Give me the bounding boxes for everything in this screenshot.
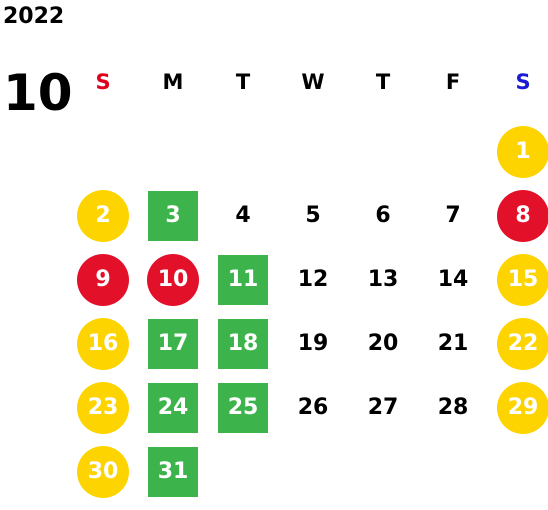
- weekday-label: W: [301, 70, 325, 94]
- day-number: 26: [297, 395, 329, 420]
- day-number: 31: [148, 447, 198, 497]
- day-number: 29: [497, 382, 548, 434]
- day-cell: [418, 120, 488, 184]
- day-cell[interactable]: 3: [138, 184, 208, 248]
- day-number: 2: [77, 190, 129, 242]
- day-cell: [208, 440, 278, 504]
- day-cell: [348, 440, 418, 504]
- day-number: 5: [305, 203, 321, 228]
- day-cell[interactable]: 10: [138, 248, 208, 312]
- day-cell[interactable]: 21: [418, 312, 488, 376]
- day-cell[interactable]: 8: [488, 184, 548, 248]
- day-number: 28: [437, 395, 469, 420]
- day-number: 8: [497, 190, 548, 242]
- day-number: 22: [497, 318, 548, 370]
- day-cell[interactable]: 20: [348, 312, 418, 376]
- day-number: 27: [367, 395, 399, 420]
- day-number: 15: [497, 254, 548, 306]
- day-cell: [418, 440, 488, 504]
- day-cell[interactable]: 22: [488, 312, 548, 376]
- calendar-month: 10: [3, 64, 73, 122]
- day-number: 14: [437, 267, 469, 292]
- day-cell: [278, 120, 348, 184]
- day-cell[interactable]: 11: [208, 248, 278, 312]
- day-cell: [138, 120, 208, 184]
- day-cell[interactable]: 13: [348, 248, 418, 312]
- day-cell[interactable]: 27: [348, 376, 418, 440]
- day-cell[interactable]: 30: [68, 440, 138, 504]
- day-number: 30: [77, 446, 129, 498]
- weekday-label: F: [445, 70, 461, 94]
- day-cell[interactable]: 1: [488, 120, 548, 184]
- day-number: 16: [77, 318, 129, 370]
- day-cell: [488, 440, 548, 504]
- day-cell[interactable]: 16: [68, 312, 138, 376]
- day-number: 12: [297, 267, 329, 292]
- day-number: 17: [148, 319, 198, 369]
- weekday-label: M: [162, 70, 184, 94]
- day-cell[interactable]: 26: [278, 376, 348, 440]
- day-number: 21: [437, 331, 469, 356]
- day-number: 6: [375, 203, 391, 228]
- day-cell[interactable]: 25: [208, 376, 278, 440]
- day-number: 7: [445, 203, 461, 228]
- day-cell[interactable]: 31: [138, 440, 208, 504]
- day-number: 3: [148, 191, 198, 241]
- weekday-label: S: [515, 70, 531, 94]
- day-cell[interactable]: 24: [138, 376, 208, 440]
- day-cell: [68, 120, 138, 184]
- day-number: 25: [218, 383, 268, 433]
- day-cell: [278, 440, 348, 504]
- day-cell[interactable]: 7: [418, 184, 488, 248]
- day-cell[interactable]: 9: [68, 248, 138, 312]
- day-number: 4: [235, 203, 251, 228]
- day-cell[interactable]: 23: [68, 376, 138, 440]
- day-number: 13: [367, 267, 399, 292]
- day-cell[interactable]: 14: [418, 248, 488, 312]
- day-number: 10: [147, 254, 199, 306]
- weekday-label: T: [375, 70, 391, 94]
- day-cell[interactable]: 2: [68, 184, 138, 248]
- day-cell[interactable]: 17: [138, 312, 208, 376]
- day-number: 11: [218, 255, 268, 305]
- weekday-label: S: [95, 70, 111, 94]
- day-cell[interactable]: 29: [488, 376, 548, 440]
- day-cell[interactable]: 6: [348, 184, 418, 248]
- day-number: 24: [148, 383, 198, 433]
- weekday-label: T: [235, 70, 251, 94]
- day-number: 1: [497, 126, 548, 178]
- day-cell[interactable]: 4: [208, 184, 278, 248]
- day-number: 18: [218, 319, 268, 369]
- day-number: 20: [367, 331, 399, 356]
- day-number: 19: [297, 331, 329, 356]
- day-cell[interactable]: 18: [208, 312, 278, 376]
- day-cell: [348, 120, 418, 184]
- day-cell[interactable]: 19: [278, 312, 348, 376]
- day-cell: [208, 120, 278, 184]
- day-number: 23: [77, 382, 129, 434]
- day-cell[interactable]: 5: [278, 184, 348, 248]
- day-cell[interactable]: 28: [418, 376, 488, 440]
- day-number: 9: [77, 254, 129, 306]
- day-cell[interactable]: 15: [488, 248, 548, 312]
- calendar-year: 2022: [3, 4, 65, 29]
- day-cell[interactable]: 12: [278, 248, 348, 312]
